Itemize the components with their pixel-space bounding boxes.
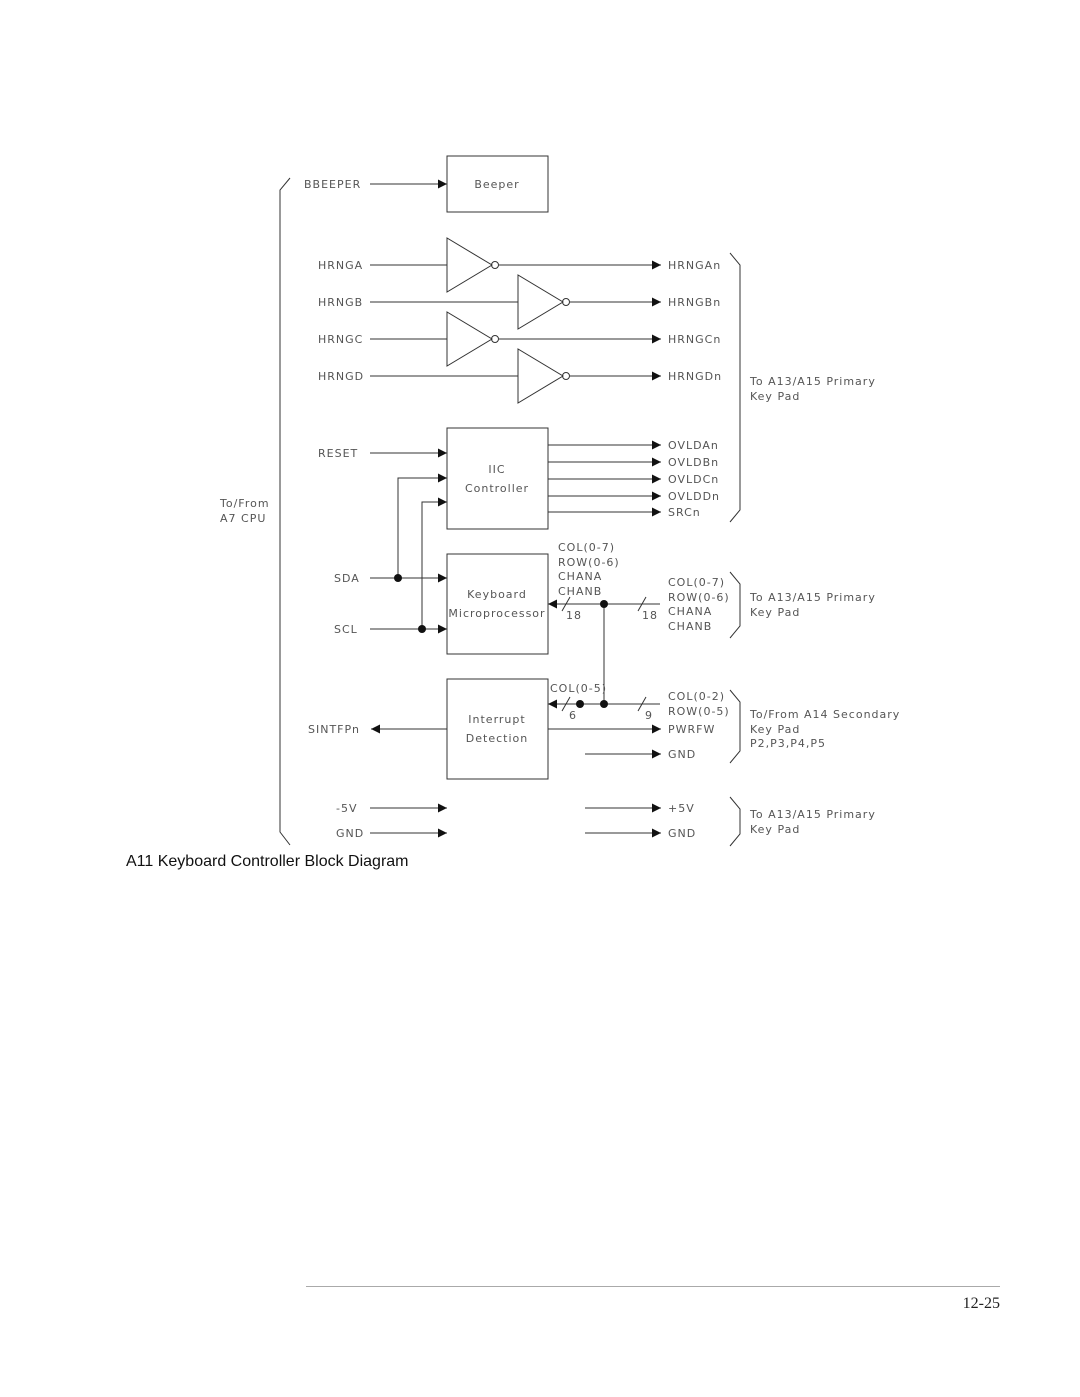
int-width-left-label: 6 bbox=[569, 709, 577, 722]
sda-junction-dot bbox=[394, 574, 402, 582]
footer-divider bbox=[306, 1286, 1000, 1287]
inverter-b-icon bbox=[517, 274, 564, 330]
inverter-a-icon bbox=[446, 237, 493, 293]
primary1-label-1: To A13/A15 Primary bbox=[749, 375, 876, 388]
beeper-title: Beeper bbox=[474, 178, 519, 191]
scl-to-iic-line bbox=[421, 497, 447, 629]
int-width-right-label: 9 bbox=[645, 709, 653, 722]
pwrfw-label: PWRFW bbox=[668, 723, 715, 736]
int-col05-label: COL(0-5) bbox=[550, 682, 607, 695]
primary1-label-2: Key Pad bbox=[750, 390, 800, 403]
iic-title-1: IIC bbox=[488, 463, 505, 476]
cpu-group-label-2: A7 CPU bbox=[220, 512, 266, 525]
reset-label: RESET bbox=[318, 447, 358, 460]
hrngd-label: HRNGD bbox=[318, 370, 364, 383]
srcn-label: SRCn bbox=[668, 506, 701, 519]
inverter-c-bubble bbox=[491, 335, 499, 343]
secondary-label-3: P2,P3,P4,P5 bbox=[750, 737, 826, 750]
hrngbn-label: HRNGBn bbox=[668, 296, 721, 309]
hrngdn-label: HRNGDn bbox=[668, 370, 722, 383]
scl-label: SCL bbox=[334, 623, 358, 636]
kb-chana-label: CHANA bbox=[558, 570, 602, 583]
primary3-label-2: Key Pad bbox=[750, 823, 800, 836]
hrnga-label: HRNGA bbox=[318, 259, 363, 272]
ovlddn-label: OVLDDn bbox=[668, 490, 720, 503]
inverter-c-icon bbox=[446, 311, 493, 367]
secondary-label-2: Key Pad bbox=[750, 723, 800, 736]
gnd-out2-label: GND bbox=[668, 827, 696, 840]
keyboard-bus-slash-left bbox=[561, 596, 571, 612]
primary3-bracket bbox=[729, 796, 741, 847]
kb-col07-label: COL(0-7) bbox=[558, 541, 615, 554]
gnd-label: GND bbox=[336, 827, 364, 840]
keyboard-microprocessor-block bbox=[446, 553, 549, 655]
neg5v-label: -5V bbox=[336, 802, 358, 815]
hrngb-label: HRNGB bbox=[318, 296, 363, 309]
row06-label: ROW(0-6) bbox=[668, 591, 730, 604]
keyboard-title-1: Keyboard bbox=[467, 588, 527, 601]
block-diagram: To/From A7 CPU BBEEPER HRNGA HRNGB HRNGC… bbox=[219, 155, 900, 847]
iic-controller-block bbox=[446, 427, 549, 530]
ovldbn-label: OVLDBn bbox=[668, 456, 719, 469]
ovldan-label: OVLDAn bbox=[668, 439, 719, 452]
inverter-b-bubble bbox=[562, 298, 570, 306]
interrupt-bus-junction-b-dot bbox=[600, 700, 608, 708]
cpu-group-label-1: To/From bbox=[219, 497, 270, 510]
primary3-label-1: To A13/A15 Primary bbox=[749, 808, 876, 821]
cpu-group-bracket bbox=[279, 177, 291, 846]
sda-to-iic-line bbox=[397, 473, 447, 578]
bbeeper-label: BBEEPER bbox=[304, 178, 361, 191]
kb-width-left-label: 18 bbox=[566, 609, 582, 622]
hrngcn-label: HRNGCn bbox=[668, 333, 721, 346]
hrngc-label: HRNGC bbox=[318, 333, 363, 346]
primary2-label-2: Key Pad bbox=[750, 606, 800, 619]
keyboard-title-2: Microprocessor bbox=[448, 607, 545, 620]
interrupt-title-1: Interrupt bbox=[468, 713, 525, 726]
keyboard-bus-junction-dot bbox=[600, 600, 608, 608]
pos5v-label: +5V bbox=[668, 802, 695, 815]
interrupt-bus-slash-left bbox=[561, 696, 571, 712]
hrngan-label: HRNGAn bbox=[668, 259, 721, 272]
interrupt-bus-junction-a-dot bbox=[576, 700, 584, 708]
inverter-a-bubble bbox=[491, 261, 499, 269]
sda-label: SDA bbox=[334, 572, 360, 585]
kb-chanb-label: CHANB bbox=[558, 585, 602, 598]
primary1-bracket bbox=[729, 252, 741, 523]
ovldcn-label: OVLDCn bbox=[668, 473, 719, 486]
interrupt-title-2: Detection bbox=[466, 732, 528, 745]
kb-width-right-label: 18 bbox=[642, 609, 658, 622]
primary2-label-1: To A13/A15 Primary bbox=[749, 591, 876, 604]
keyboard-bus-slash-right bbox=[637, 596, 647, 612]
scl-junction-dot bbox=[418, 625, 426, 633]
inverter-d-bubble bbox=[562, 372, 570, 380]
primary2-bracket bbox=[729, 571, 741, 639]
interrupt-bus-slash-right bbox=[637, 696, 647, 712]
iic-title-2: Controller bbox=[465, 482, 529, 495]
inverter-d-icon bbox=[517, 348, 564, 404]
chanb-label: CHANB bbox=[668, 620, 712, 633]
kb-row06-label: ROW(0-6) bbox=[558, 556, 620, 569]
sintfpn-label: SINTFPn bbox=[308, 723, 360, 736]
secondary-bracket bbox=[729, 689, 741, 764]
col07-label: COL(0-7) bbox=[668, 576, 725, 589]
secondary-label-1: To/From A14 Secondary bbox=[749, 708, 900, 721]
chana-label: CHANA bbox=[668, 605, 712, 618]
interrupt-detection-block bbox=[446, 678, 549, 780]
figure-caption: A11 Keyboard Controller Block Diagram bbox=[126, 853, 409, 870]
row05-label: ROW(0-5) bbox=[668, 705, 730, 718]
page-number: 12-25 bbox=[962, 1295, 1000, 1312]
col02-label: COL(0-2) bbox=[668, 690, 725, 703]
gnd-out1-label: GND bbox=[668, 748, 696, 761]
